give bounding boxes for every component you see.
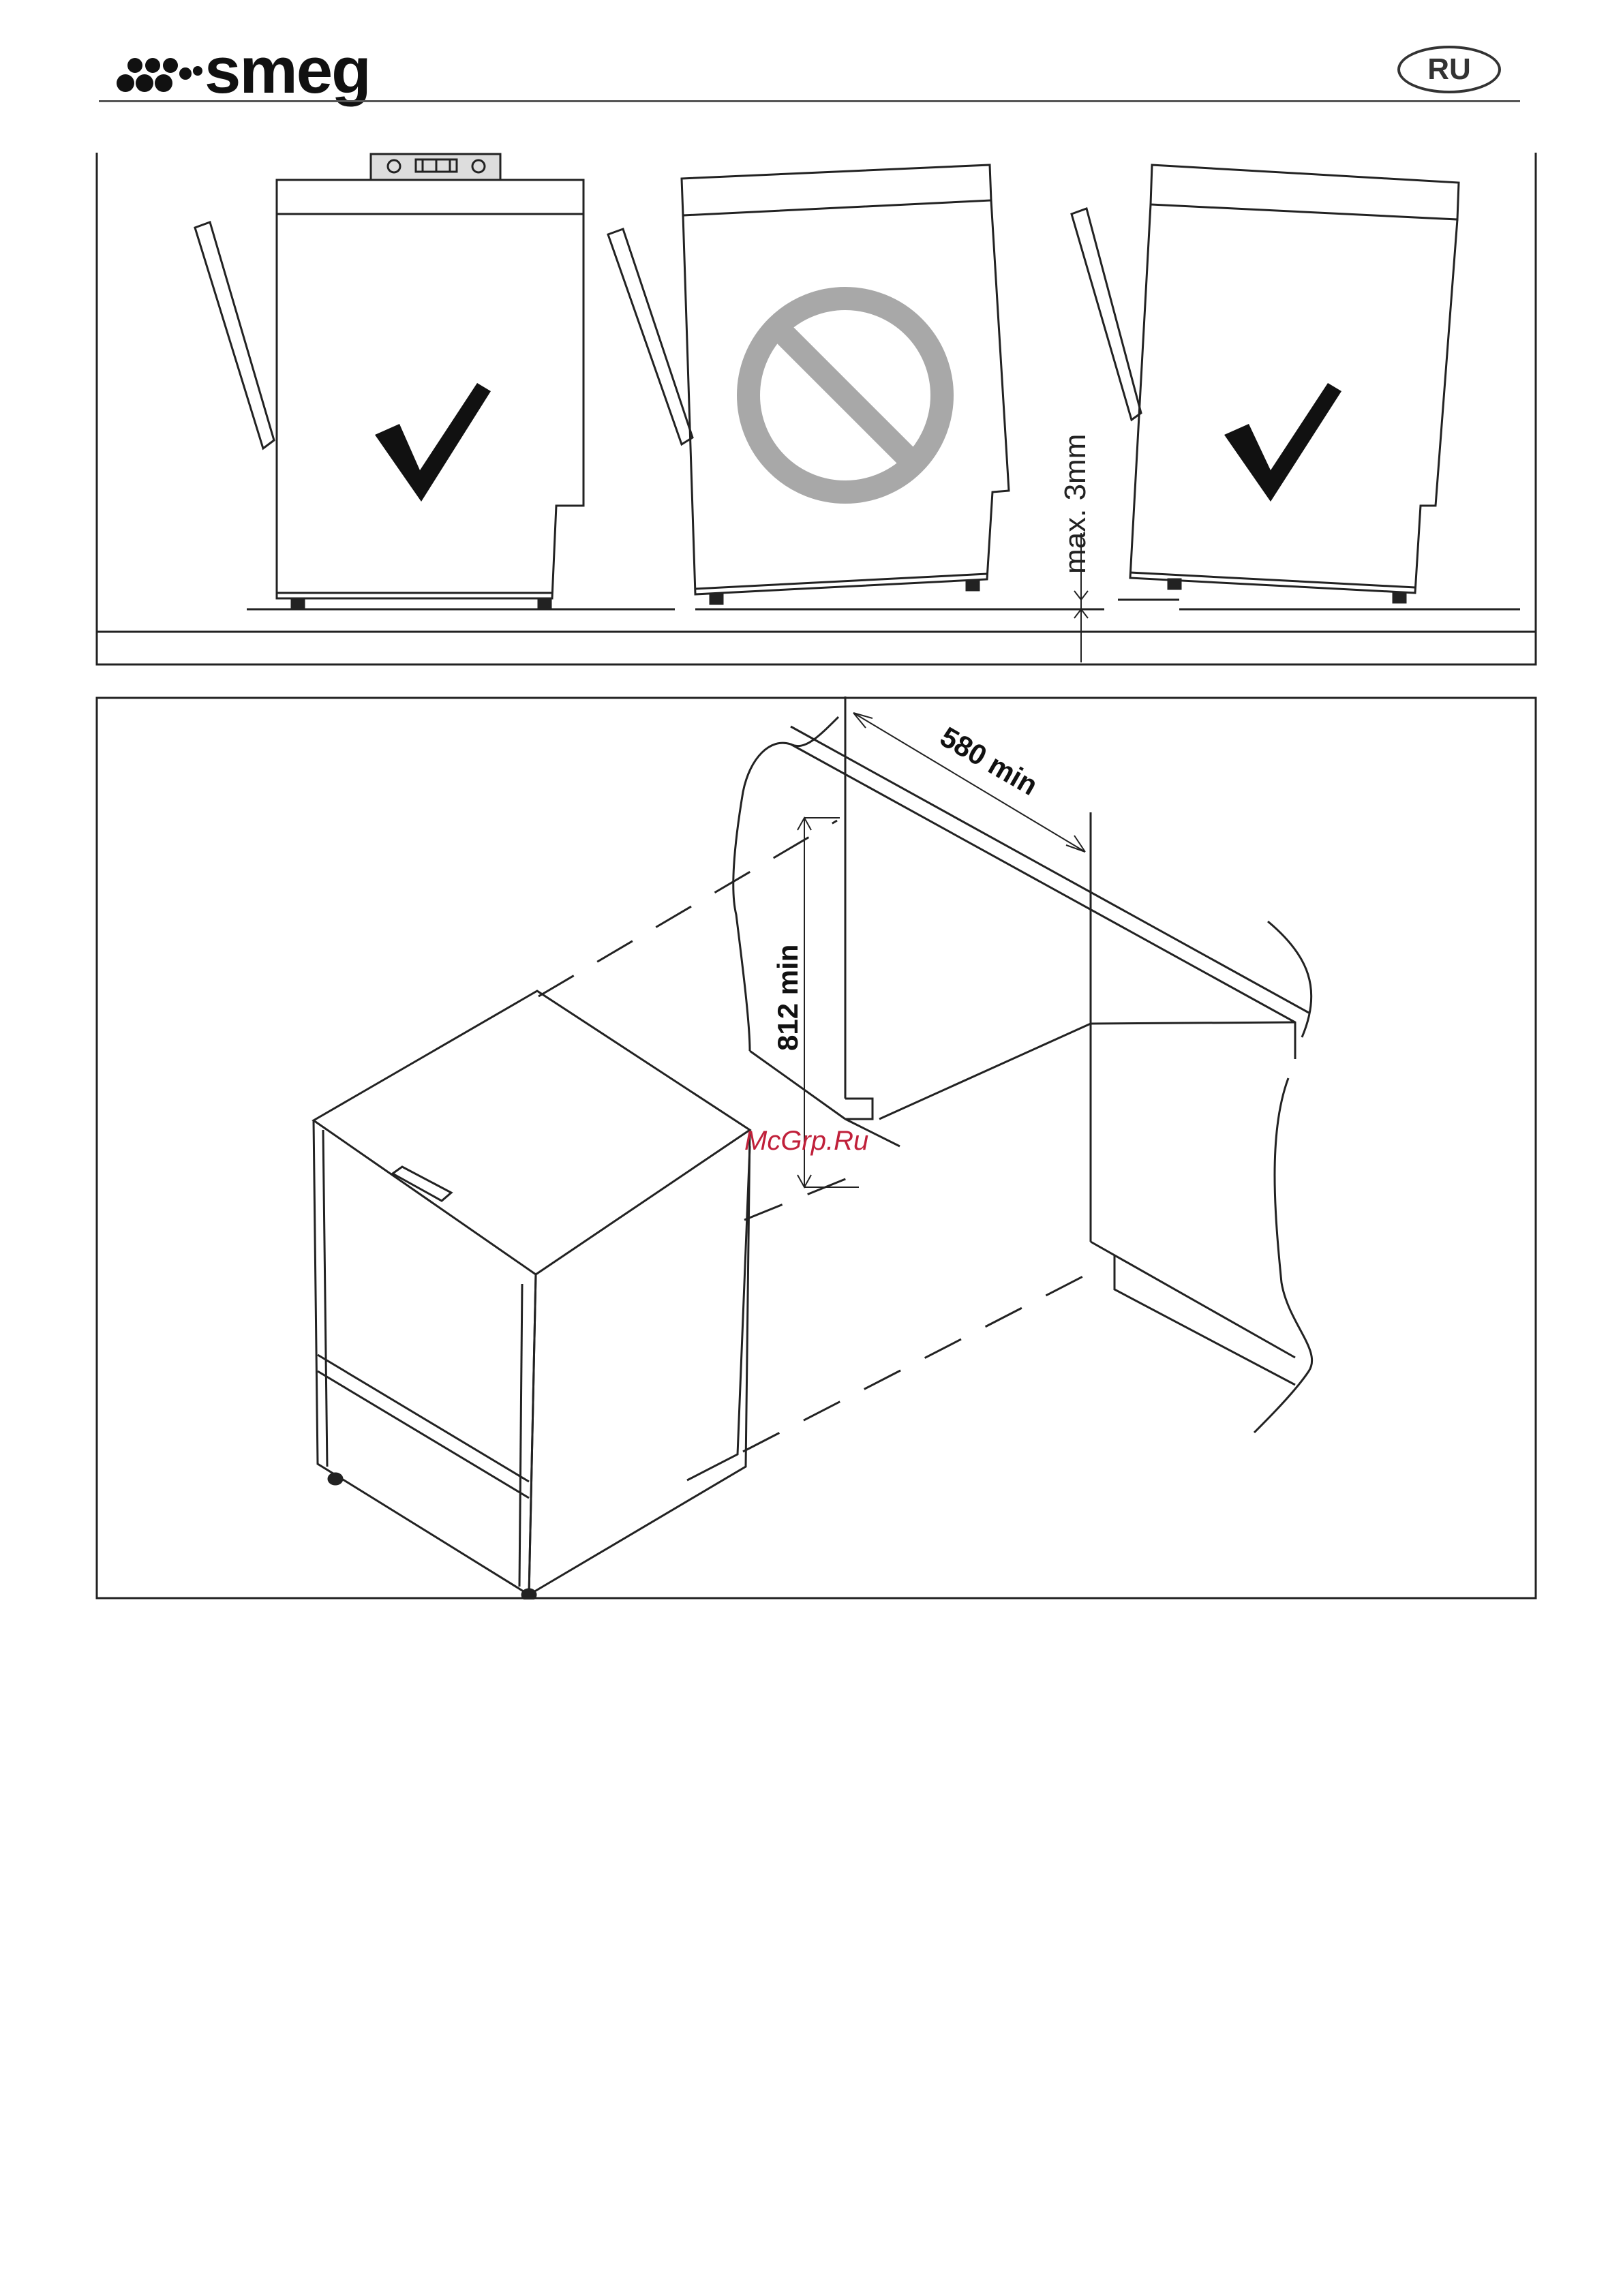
depth-label: 580 min: [935, 720, 1044, 801]
header-divider: [99, 100, 1520, 102]
watermark: McGrp.Ru: [744, 1126, 868, 1157]
check-mark-icon: [1224, 383, 1341, 502]
logo-dots-icon: [116, 40, 211, 102]
check-mark-icon: [375, 383, 491, 502]
brand-logo: smeg: [116, 40, 402, 102]
height-label: 812 min: [772, 945, 804, 1051]
leveling-figure: max. 3mm: [95, 151, 1537, 666]
tolerance-label: max. 3mm: [1059, 434, 1092, 574]
brand-name: smeg: [204, 40, 370, 102]
prohibited-icon: [748, 299, 942, 492]
language-badge: RU: [1397, 46, 1501, 93]
leveling-diagram: max. 3mm: [95, 151, 1537, 666]
